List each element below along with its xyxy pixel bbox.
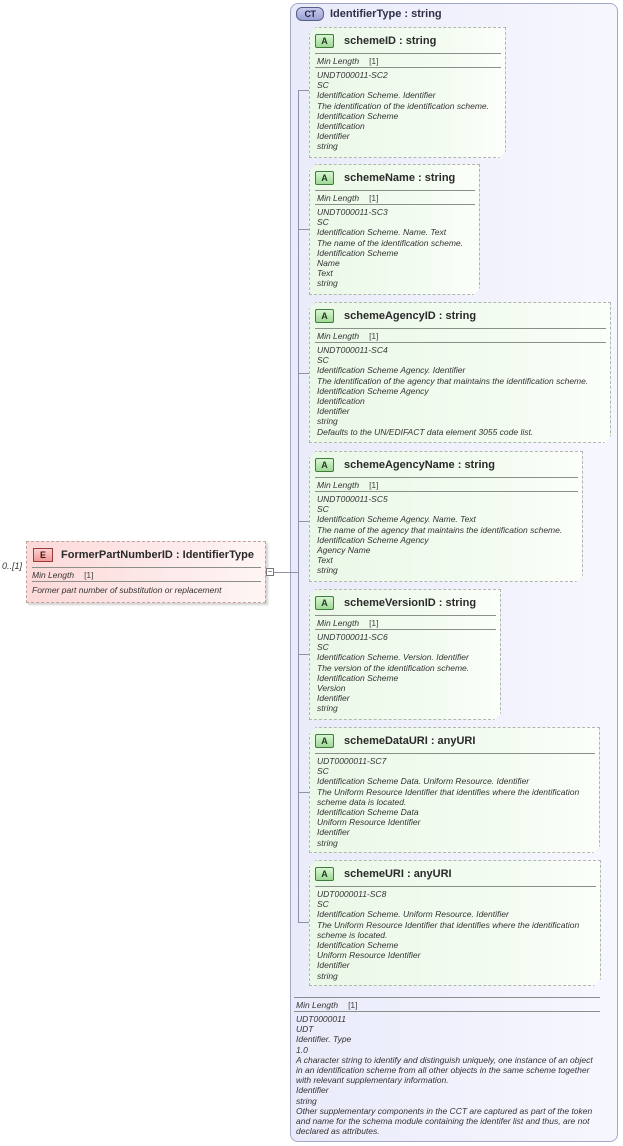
- attribute-title: schemeURI : anyURI: [344, 868, 452, 880]
- element-box-former-part-number-id[interactable]: E FormerPartNumberID : IdentifierType Mi…: [26, 541, 266, 603]
- connector-attr-4: [298, 521, 309, 522]
- element-title: FormerPartNumberID : IdentifierType: [61, 549, 254, 561]
- attribute-icon: A: [315, 596, 334, 610]
- attribute-icon: A: [315, 171, 334, 185]
- attribute-title: schemeName : string: [344, 172, 456, 184]
- connector-attr-2: [298, 229, 309, 230]
- sequence-vertical-line: [298, 90, 299, 923]
- attribute-notes: UDT0000011-SC7 SC Identification Scheme …: [317, 756, 580, 848]
- element-icon: E: [33, 548, 53, 562]
- divider: [315, 615, 496, 616]
- facet-min-length: Min Length[1]: [317, 618, 379, 628]
- divider: [315, 204, 475, 205]
- divider: [315, 53, 501, 54]
- connector-attr-1: [298, 90, 309, 91]
- divider: [315, 753, 595, 754]
- attribute-icon: A: [315, 458, 334, 472]
- attribute-notes: UDT0000011-SC8 SC Identification Scheme.…: [317, 889, 580, 981]
- footer-divider-top: [294, 997, 600, 998]
- connector-attr-6: [298, 792, 309, 793]
- complex-type-header: CT IdentifierType : string: [296, 6, 442, 22]
- attribute-notes: UNDT000011-SC4 SC Identification Scheme …: [317, 345, 589, 437]
- divider: [315, 190, 475, 191]
- divider: [315, 328, 606, 329]
- attribute-notes: UNDT000011-SC2 SC Identification Scheme.…: [317, 70, 489, 152]
- attribute-icon: A: [315, 34, 334, 48]
- facet-min-length: Min Length[1]: [317, 56, 379, 66]
- attribute-title: schemeAgencyID : string: [344, 310, 477, 322]
- attribute-icon: A: [315, 734, 334, 748]
- complex-type-badge: CT: [296, 7, 324, 21]
- facet-min-length: Min Length[1]: [317, 480, 379, 490]
- attribute-title: schemeVersionID : string: [344, 597, 477, 609]
- connector-attr-5: [298, 654, 309, 655]
- attribute-title: schemeDataURI : anyURI: [344, 735, 476, 747]
- facet-min-length: Min Length[1]: [317, 331, 379, 341]
- divider: [315, 491, 578, 492]
- divider: [315, 67, 501, 68]
- footer-divider-bottom: [294, 1011, 600, 1012]
- element-facet-min-length: Min Length[1]: [32, 570, 94, 580]
- attribute-title: schemeID : string: [344, 35, 437, 47]
- type-footer-notes: UDT0000011 UDT Identifier. Type 1.0 A ch…: [296, 1014, 593, 1137]
- attribute-notes: UNDT000011-SC3 SC Identification Scheme.…: [317, 207, 463, 289]
- connector-element-to-type: [274, 572, 298, 573]
- divider: [315, 629, 496, 630]
- attribute-title: schemeAgencyName : string: [344, 459, 495, 471]
- attribute-notes: UNDT000011-SC5 SC Identification Scheme …: [317, 494, 563, 576]
- cardinality-label: 0..[1]: [2, 561, 23, 571]
- connector-attr-7: [298, 922, 309, 923]
- facet-min-length: Min Length[1]: [317, 193, 379, 203]
- complex-type-title: IdentifierType : string: [330, 8, 442, 20]
- attribute-icon: A: [315, 309, 334, 323]
- type-facet-min-length: Min Length[1]: [296, 1000, 358, 1010]
- attribute-notes: UNDT000011-SC6 SC Identification Scheme.…: [317, 632, 470, 714]
- divider: [315, 886, 596, 887]
- collapse-toggle-icon[interactable]: −: [266, 567, 274, 576]
- divider: [32, 567, 261, 568]
- attribute-icon: A: [315, 867, 334, 881]
- divider: [315, 477, 578, 478]
- divider: [315, 342, 606, 343]
- divider: [32, 581, 261, 582]
- element-description: Former part number of substitution or re…: [32, 585, 222, 595]
- connector-attr-3: [298, 373, 309, 374]
